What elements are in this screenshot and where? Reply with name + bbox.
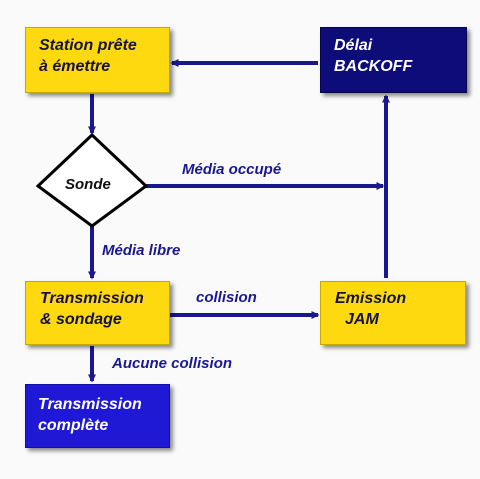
label-aucune-collision: Aucune collision [112, 355, 233, 372]
delai-box: Délai BACKOFF [320, 27, 467, 93]
label-media-occupe: Média occupé [182, 161, 282, 178]
complete-box: Transmission complète [25, 384, 170, 448]
complete-line-1: Transmission [38, 396, 142, 413]
label-collision: collision [196, 289, 257, 306]
transmission-box: Transmission & sondage [25, 281, 170, 345]
transmission-line-1: Transmission [40, 290, 144, 307]
sonde-label: Sonde [65, 176, 111, 193]
delai-line-2: BACKOFF [334, 58, 413, 75]
station-box: Station prête à émettre [25, 27, 170, 93]
delai-line-1: Délai [334, 37, 373, 54]
complete-line-2: complète [38, 417, 109, 434]
sonde-diamond [35, 132, 149, 228]
label-media-libre: Média libre [102, 242, 181, 259]
emission-line-2: JAM [345, 311, 379, 328]
transmission-line-2: & sondage [40, 311, 122, 328]
station-line-2: à émettre [39, 58, 111, 75]
station-line-1: Station prête [39, 37, 137, 54]
emission-box: Emission JAM [320, 281, 466, 345]
emission-line-1: Emission [335, 290, 407, 307]
